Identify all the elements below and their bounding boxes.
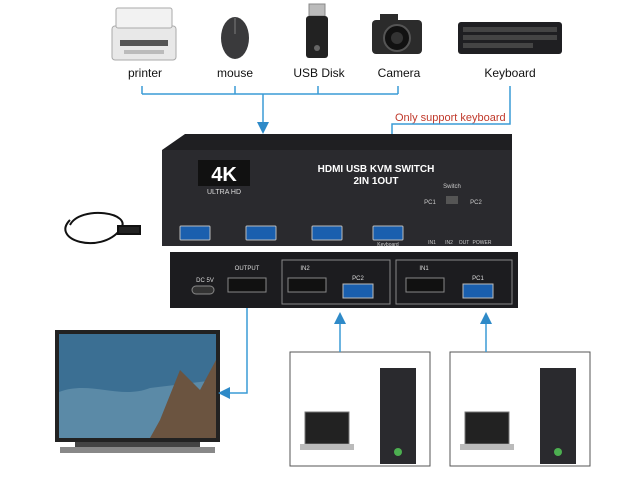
led-in2: IN2 — [445, 240, 453, 246]
camera-icon — [372, 14, 422, 54]
tv-monitor — [55, 330, 220, 453]
back-in1-label: IN1 — [419, 266, 429, 272]
pc1-box — [449, 351, 591, 467]
keyboard-support-note: Only support keyboard — [395, 112, 506, 124]
front-keyboard-port-label: Keyboard — [377, 242, 399, 248]
printer-label: printer — [127, 66, 162, 80]
camera-label: Camera — [377, 66, 421, 80]
hdmi-output-line — [218, 308, 248, 399]
switch-title: HDMI USB KVM SWITCH — [318, 164, 435, 175]
led-power: POWER — [473, 240, 492, 246]
printer-icon — [111, 7, 177, 61]
back-output-label: OUTPUT — [235, 266, 260, 272]
usb-cable-icon — [64, 211, 141, 245]
front-usb-ports — [179, 225, 404, 241]
front-pc2-label: PC2 — [470, 200, 482, 206]
back-pc1-label: PC1 — [472, 276, 484, 282]
switch-button-label: Switch — [443, 184, 461, 190]
mouse-label: mouse — [216, 66, 254, 80]
kvm-switch-back: DC 5V OUTPUT IN2 PC2 IN1 PC1 — [170, 252, 518, 308]
switch-button — [446, 196, 458, 204]
back-dc-label: DC 5V — [196, 278, 214, 284]
mouse-icon — [221, 17, 249, 59]
keyboard-label: Keyboard — [484, 66, 536, 80]
kvm-switch-front: 4K ULTRA HD HDMI USB KVM SWITCH 2IN 1OUT… — [162, 134, 512, 248]
led-out: OUT — [459, 240, 470, 246]
front-pc1-label: PC1 — [424, 200, 436, 206]
badge-4k: 4K — [211, 164, 237, 186]
badge-ultrahd: ULTRA HD — [207, 189, 241, 196]
switch-subtitle: 2IN 1OUT — [353, 176, 398, 187]
led-in1: IN1 — [428, 240, 436, 246]
usb-disk-label: USB Disk — [293, 66, 345, 80]
back-in2-label: IN2 — [300, 266, 310, 272]
keyboard-icon — [458, 22, 562, 54]
usb-disk-icon — [306, 3, 328, 58]
back-pc2-label: PC2 — [352, 276, 364, 282]
pc2-box — [289, 351, 431, 467]
